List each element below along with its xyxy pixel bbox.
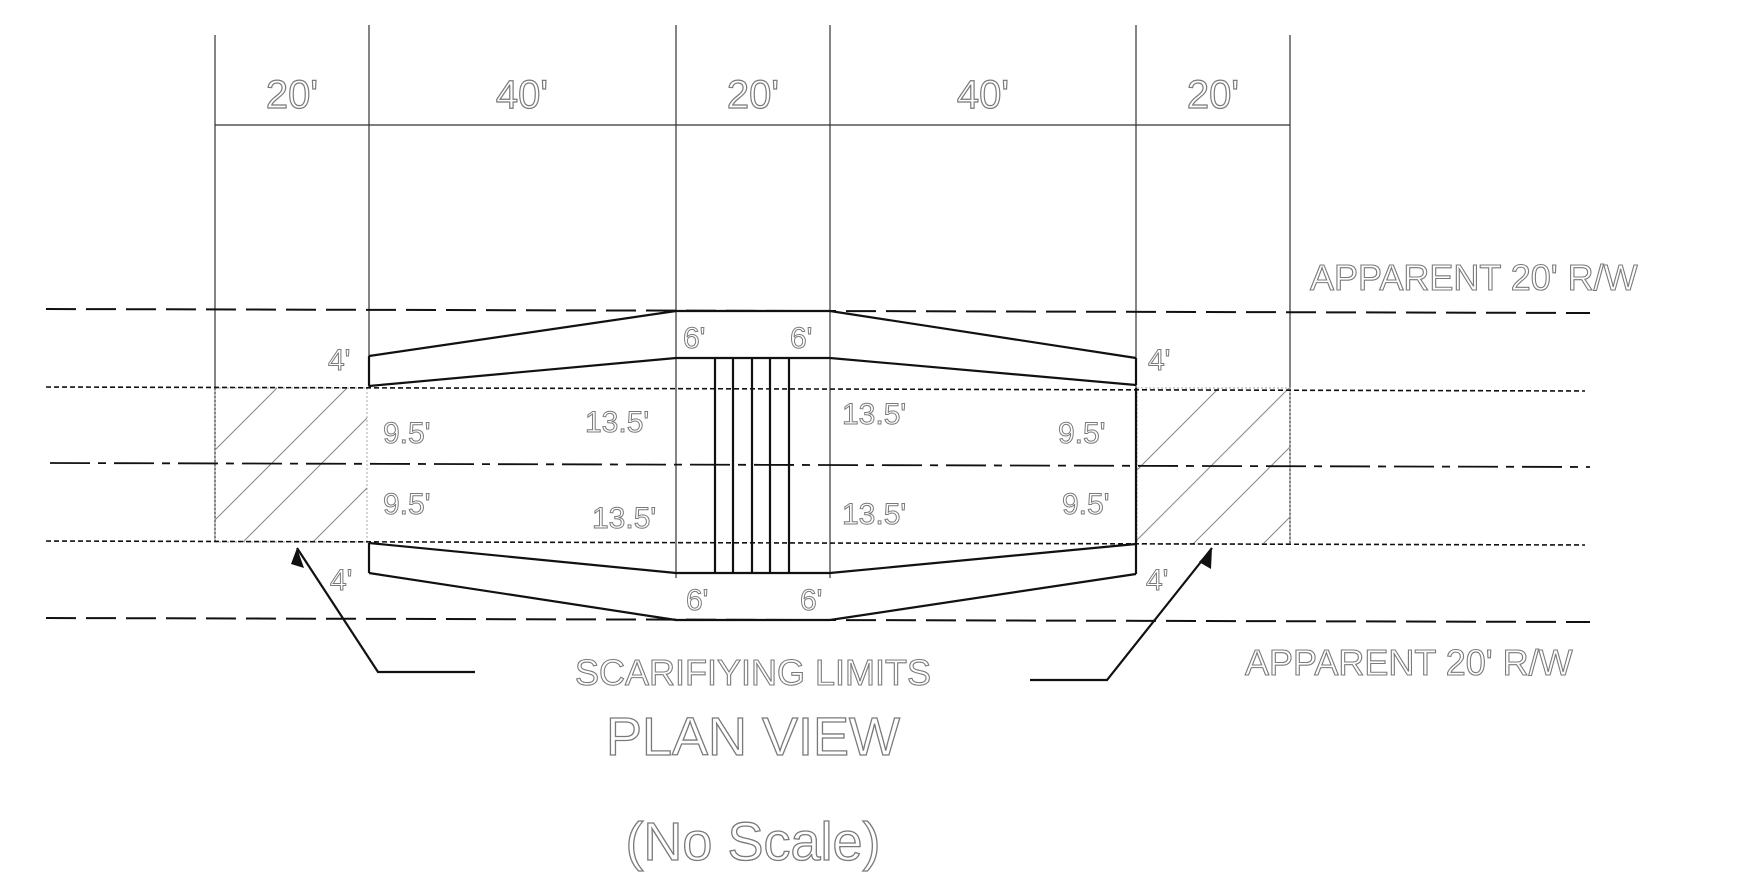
no-scale-subtitle: (No Scale) xyxy=(625,812,880,872)
offset-6-bottom-left: 6' xyxy=(686,584,708,617)
offset-13-5-right-lower: 13.5' xyxy=(842,498,906,531)
dim-40-right: 40' xyxy=(957,73,1009,117)
dim-40-left: 40' xyxy=(496,73,548,117)
offset-4-top-right: 4' xyxy=(1148,344,1170,377)
offset-labels: 4' 4' 4' 4' 6' 6' 6' 6' 9.5' 9.5' 9.5' 9… xyxy=(328,322,1171,618)
scarifying-limits-label: SCARIFIYING LIMITS xyxy=(575,652,931,693)
road-edge-top xyxy=(45,386,1586,392)
scarifying-leaders xyxy=(291,547,1213,682)
dim-20-left: 20' xyxy=(266,73,318,117)
top-dimensions: 20' 40' 20' 40' 20' xyxy=(265,72,1239,117)
offset-4-bottom-left: 4' xyxy=(330,564,352,597)
plan-view-title: PLAN VIEW xyxy=(606,707,900,767)
offset-13-5-left-upper: 13.5' xyxy=(585,406,649,439)
offset-6-bottom-right: 6' xyxy=(800,584,822,617)
offset-9-5-left-lower: 9.5' xyxy=(383,488,430,521)
offset-13-5-left-lower: 13.5' xyxy=(592,502,656,535)
offset-9-5-left-upper: 9.5' xyxy=(383,417,430,450)
dim-20-right: 20' xyxy=(1187,73,1239,117)
offset-6-top-right: 6' xyxy=(790,322,812,355)
center-stripes xyxy=(713,358,791,573)
rw-label-top: APPARENT 20' R/W xyxy=(1310,257,1638,298)
scarifying-area-right xyxy=(1136,387,1291,545)
offset-6-top-left: 6' xyxy=(683,322,705,355)
centerline xyxy=(49,462,1591,468)
road-lines xyxy=(45,308,1591,623)
offset-13-5-right-upper: 13.5' xyxy=(842,398,906,431)
scarifying-area-left xyxy=(214,387,368,543)
dimension-grid xyxy=(214,25,1291,578)
rw-label-bottom: APPARENT 20' R/W xyxy=(1245,642,1573,683)
leader-arrow-left xyxy=(291,548,304,568)
offset-4-top-left: 4' xyxy=(328,344,350,377)
offset-9-5-right-upper: 9.5' xyxy=(1058,417,1105,450)
offset-9-5-right-lower: 9.5' xyxy=(1062,488,1109,521)
offset-4-bottom-right: 4' xyxy=(1146,564,1168,597)
leader-arrow-right xyxy=(1199,548,1212,569)
road-edge-bottom xyxy=(45,540,1586,546)
dim-20-center: 20' xyxy=(727,73,779,117)
